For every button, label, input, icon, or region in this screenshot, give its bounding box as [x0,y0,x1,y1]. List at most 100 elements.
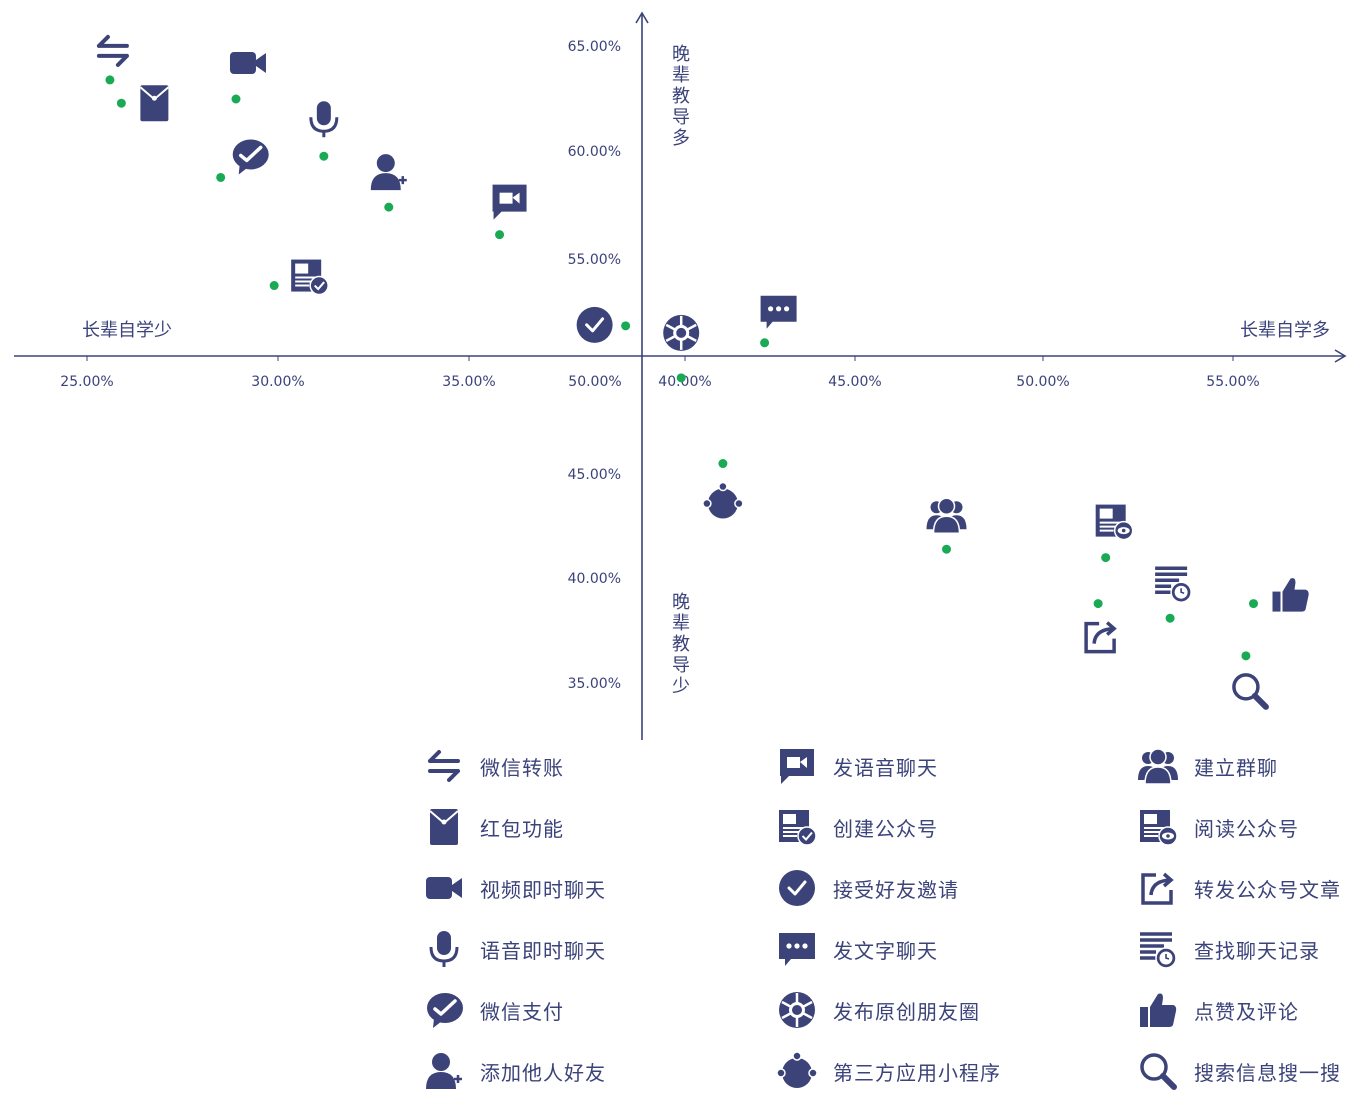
mini-program-icon [777,1051,817,1089]
text-chat-icon [779,933,815,966]
legend-label: 阅读公众号 [1194,816,1299,841]
legend-item: 点赞及评论 [1138,990,1299,1030]
x-tick-label: 35.00% [442,374,495,390]
moments-icon [777,990,817,1030]
data-point [105,75,115,85]
axis-label-char: 教 [672,86,690,107]
legend-label: 微信转账 [480,755,564,780]
x-tick-label: 25.00% [60,374,113,390]
data-point-thumbs-up-icon [1272,578,1309,612]
legend-label: 转发公众号文章 [1194,877,1341,902]
thumbs-up-icon [1140,993,1177,1027]
legend-item: 微信支付 [424,990,564,1030]
data-point-create-account-icon [290,258,330,296]
data-point-chat-history-icon [1153,566,1193,604]
share-article-icon [1141,872,1173,905]
voice-message-icon [780,749,814,784]
x-axis-right-label: 长辈自学多 [1240,320,1330,341]
chat-history-icon [1138,932,1178,969]
legend-item: 语音即时聊天 [424,929,606,969]
legend-label: 查找聊天记录 [1194,938,1320,963]
data-point-microphone-icon [309,99,339,139]
data-point [676,373,686,383]
data-point-read-account-icon [1094,503,1134,541]
data-point [269,281,279,291]
data-point [116,98,126,108]
legend-label: 语音即时聊天 [480,938,606,963]
axis-label-char: 多 [672,128,690,149]
legend-item: 创建公众号 [777,807,938,847]
wechat-pay-icon [425,991,464,1030]
y-tick-label: 45.00% [568,467,621,483]
legend-item: 阅读公众号 [1138,807,1299,847]
data-point [621,321,631,331]
transfer-icon [428,750,460,782]
read-account-icon [1139,809,1178,846]
x-tick-label: 30.00% [251,374,304,390]
data-point-video-camera-icon [229,52,266,74]
group-chat-icon [1138,748,1178,785]
legend-item: 视频即时聊天 [424,868,606,908]
data-point [760,338,770,348]
legend-label: 微信支付 [480,999,564,1024]
data-point [1093,599,1103,609]
data-point-wechat-pay-icon [230,137,271,177]
video-camera-icon [426,877,462,899]
legend-label: 发语音聊天 [833,755,938,780]
legend-label: 视频即时聊天 [480,877,606,902]
legend-item: 接受好友邀请 [777,868,959,908]
axis-label-char: 辈 [672,65,690,86]
legend-label: 添加他人好友 [480,1060,606,1085]
y-tick-label: 55.00% [568,252,621,268]
search-icon [1138,1051,1178,1091]
legend-item: 查找聊天记录 [1138,929,1320,969]
legend-label: 第三方应用小程序 [833,1060,1001,1085]
axis-label-char: 晚 [672,592,690,613]
legend-label: 发文字聊天 [833,938,938,963]
y-axis-top-label: 晚辈教导多 [672,44,690,149]
x-tick-label: 40.00% [658,374,711,390]
y-tick-label: 40.00% [568,571,621,587]
legend-item: 红包功能 [424,807,564,847]
data-marks [96,34,1309,707]
data-point-transfer-icon [96,34,129,67]
axis-label-char: 导 [672,107,690,128]
data-point [1165,613,1175,623]
y-tick-label: 65.00% [568,39,621,55]
data-point-text-chat-icon [760,295,797,329]
x-axis-left-label: 长辈自学少 [82,320,172,341]
legend-item: 发语音聊天 [777,746,938,786]
x-tick-label: 55.00% [1206,374,1259,390]
legend-label: 建立群聊 [1194,755,1278,780]
axis-label-char: 晚 [672,44,690,65]
legend-item: 微信转账 [424,746,564,786]
accept-invite-icon [777,868,817,908]
data-point-group-chat-icon [925,497,968,534]
red-packet-icon [429,808,459,846]
legend-item: 发布原创朋友圈 [777,990,980,1030]
data-point [942,544,952,554]
data-point-search-icon [1234,675,1266,707]
axis-label-char: 教 [672,634,690,655]
data-point [718,459,728,469]
create-account-icon [778,809,817,846]
data-point-voice-message-icon [492,184,527,220]
x-tick-label: 50.00% [1016,374,1069,390]
legend-item: 转发公众号文章 [1138,868,1341,908]
data-point-add-friend-icon [369,152,409,192]
data-point-moments-icon [661,313,701,353]
legend-item: 搜索信息搜一搜 [1138,1051,1341,1091]
y-tick-label: 60.00% [568,144,621,160]
data-point [1241,651,1251,661]
axis-label-char: 辈 [672,613,690,634]
add-friend-icon [424,1051,464,1091]
legend-label: 红包功能 [480,816,564,841]
data-point [495,230,505,240]
axis-label-char: 少 [672,676,690,697]
legend-label: 创建公众号 [833,816,938,841]
data-point-accept-invite-icon [575,305,615,345]
data-point [1101,553,1111,563]
legend-label: 接受好友邀请 [833,877,959,902]
